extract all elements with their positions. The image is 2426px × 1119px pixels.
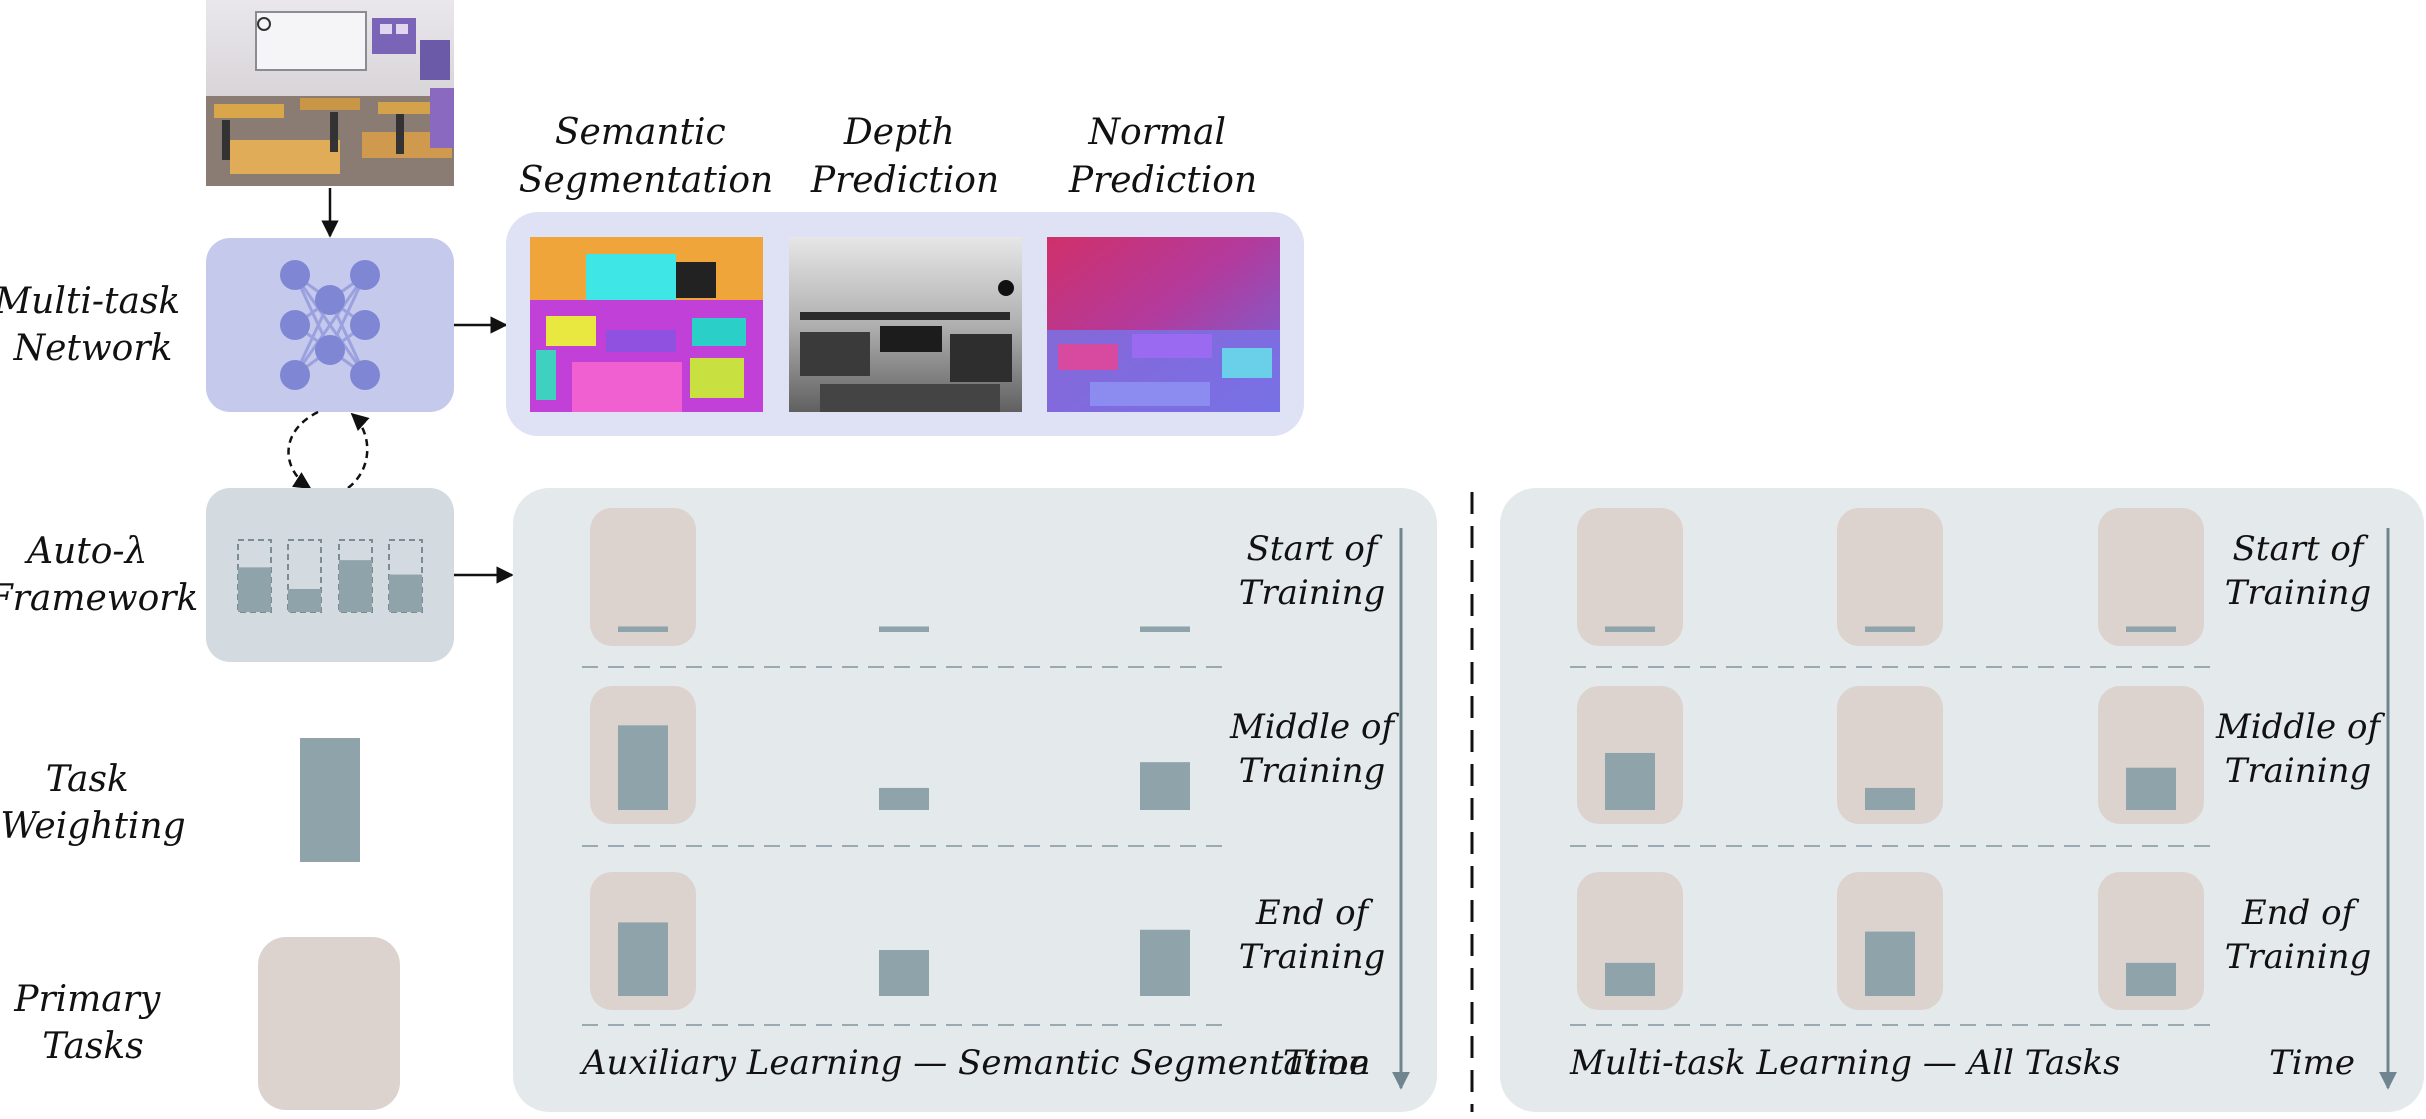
task-weight-bar (618, 725, 668, 810)
task-weight-bar (879, 626, 929, 632)
stage-label-line-1: Middle of (2215, 707, 2385, 747)
task-title-normal-line-1: Normal (1088, 112, 1227, 153)
network-node (280, 260, 310, 290)
label-primary-tasks-line-1: Primary (13, 979, 161, 1020)
framework-bars (237, 539, 423, 613)
label-auto-lambda-framework-line-2: Framework (0, 578, 198, 619)
framework-bar (389, 574, 422, 612)
stage-label-line-2: Training (2225, 937, 2372, 977)
label-primary-tasks-line-2: Tasks (42, 1026, 143, 1067)
stage-label-line-1: Start of (1246, 529, 1382, 569)
stage-label-line-2: Training (1239, 937, 1386, 977)
primary-task-box (2098, 508, 2204, 646)
task-weight-bar (2126, 962, 2176, 996)
task-weight-bar (1140, 626, 1190, 632)
task-weight-bar (1865, 787, 1915, 810)
time-label: Time (1283, 1043, 1369, 1083)
task-title-segmentation: Semantic Segmentation (519, 112, 773, 201)
task-title-depth: Depth Prediction (810, 112, 999, 201)
network-node (350, 260, 380, 290)
task-weight-bar (1865, 626, 1915, 632)
label-multi-task-network-line-2: Network (13, 328, 173, 369)
panel-caption: Auxiliary Learning — Semantic Segmentati… (579, 1043, 1371, 1083)
framework-bar (339, 560, 372, 612)
label-primary-tasks: Primary Tasks (13, 979, 172, 1067)
primary-task-box (1577, 872, 1683, 1010)
stage-label-line-1: Start of (2232, 529, 2368, 569)
task-weight-bar (618, 922, 668, 996)
primary-task-box (1837, 508, 1943, 646)
semantic-segmentation-image (530, 237, 763, 412)
task-title-segmentation-line-2: Segmentation (519, 160, 773, 201)
stage-label-line-1: Middle of (1229, 707, 1399, 747)
network-node (280, 360, 310, 390)
task-weight-bar (1605, 626, 1655, 632)
framework-box (206, 488, 454, 662)
task-weighting-legend (300, 738, 360, 862)
primary-task-box (2098, 686, 2204, 824)
primary-task-box (2098, 872, 2204, 1010)
task-title-segmentation-line-1: Semantic (555, 112, 726, 153)
primary-tasks-legend (258, 937, 400, 1110)
label-task-weighting-line-2: Weighting (0, 806, 185, 847)
dashed-arrow-network-to-framework (287, 410, 319, 490)
task-title-normal: Normal Prediction (1068, 112, 1257, 201)
stage-label-line-2: Training (2225, 573, 2372, 613)
primary-task-box (1577, 508, 1683, 646)
panel-caption: Multi-task Learning — All Tasks (1569, 1043, 2121, 1083)
time-label: Time (2269, 1043, 2355, 1083)
primary-task-box (1837, 686, 1943, 824)
task-weight-bar (1605, 752, 1655, 810)
task-title-depth-line-1: Depth (843, 112, 955, 153)
stage-label-line-2: Training (2225, 751, 2372, 791)
stage-label-line-2: Training (1239, 573, 1386, 613)
label-task-weighting-line-1: Task (46, 759, 129, 800)
task-weight-bar (1140, 762, 1190, 810)
dashed-arrow-framework-to-network (347, 412, 370, 489)
task-weight-bar (1605, 962, 1655, 996)
task-weight-bar (1865, 931, 1915, 996)
task-title-normal-line-2: Prediction (1068, 160, 1257, 201)
neural-network-icon (280, 260, 380, 390)
label-multi-task-network: Multi-task Network (0, 281, 192, 369)
network-node (350, 310, 380, 340)
label-task-weighting: Task Weighting (0, 759, 185, 847)
task-weight-bar (2126, 767, 2176, 810)
task-weight-bar (618, 626, 668, 632)
input-rgb-image (206, 0, 454, 186)
task-title-depth-line-2: Prediction (810, 160, 999, 201)
normal-prediction-image (1047, 237, 1280, 412)
task-weight-bar (879, 950, 929, 996)
task-weight-bar (1140, 929, 1190, 996)
task-weight-bar (879, 787, 929, 810)
network-node (315, 335, 345, 365)
stage-label-line-1: End of (1255, 893, 1374, 933)
framework-bar (288, 588, 321, 612)
primary-task-box (590, 508, 696, 646)
network-node (315, 285, 345, 315)
depth-prediction-image (789, 237, 1022, 412)
stage-label-line-2: Training (1239, 751, 1386, 791)
network-node (350, 360, 380, 390)
framework-bar (238, 567, 271, 612)
network-node (280, 310, 310, 340)
label-multi-task-network-line-1: Multi-task (0, 281, 180, 322)
stage-label-line-1: End of (2241, 893, 2360, 933)
task-weight-bar (2126, 626, 2176, 632)
panel-background (513, 488, 1437, 1112)
network-edge (293, 274, 367, 376)
label-auto-lambda-framework: Auto-λ Framework (0, 531, 198, 619)
label-auto-lambda-framework-line-1: Auto-λ (24, 531, 147, 572)
